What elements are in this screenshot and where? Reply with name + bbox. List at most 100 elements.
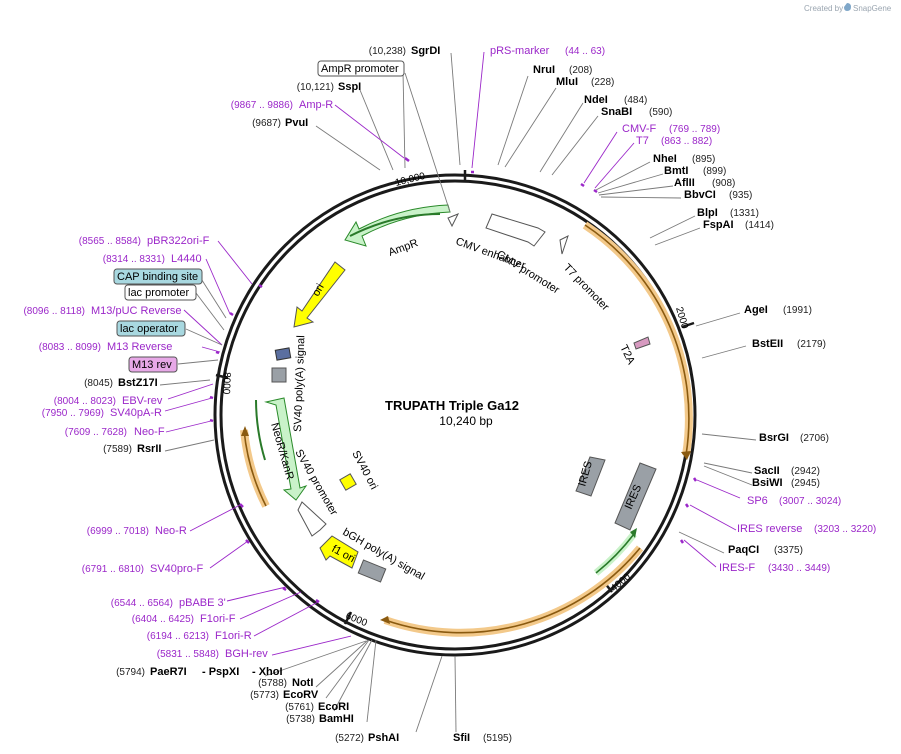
ampR-promoter-box[interactable] [317,60,405,77]
enzyme-ecori[interactable]: EcoRI [318,701,349,713]
enzyme-sgrdi[interactable]: SgrDI [411,45,440,57]
enzyme-sacii[interactable]: SacII [754,465,780,477]
primer-range-ebv-rev: (8004 .. 8023) [54,396,116,407]
primer-l4440[interactable]: L4440 [171,253,202,265]
enzyme-sfii[interactable]: SfiI [453,732,470,744]
primer-cmv-f[interactable]: CMV-F [622,123,657,135]
primer-leader-lines [164,51,741,656]
lac-operator-marker[interactable] [274,347,292,361]
orf-band-right[interactable] [584,224,690,456]
enzyme-paer7i[interactable]: PaeR7I [150,666,187,678]
primer-range-prs-marker: (44 .. 63) [565,46,605,57]
primer-range-bgh-rev: (5831 .. 5848) [157,649,219,660]
primer-neo-r[interactable]: Neo-R [155,525,187,537]
enzyme-pshai[interactable]: PshAI [368,732,399,744]
neoR-kanR-feature[interactable] [264,397,308,501]
enzyme-mlui[interactable]: MluI [556,76,578,88]
primer-range-m13-reverse: (8083 .. 8099) [39,342,101,353]
m13-rev-box[interactable] [128,356,178,373]
enzyme-labels: (10,238) SgrDI NruI (208) MluI (228) Nde… [84,45,829,744]
orf-right-arrowhead [681,451,691,460]
enzyme-bmti[interactable]: BmtI [664,165,688,177]
cmv-enhancer-feature[interactable] [485,213,546,247]
cap-binding-site-box[interactable] [113,268,203,285]
boxed-label-ampR-promoter: AmpR promoter [321,63,399,75]
enzyme-pos-bbvci: (935) [729,190,752,201]
primer-m13-reverse[interactable]: M13 Reverse [107,341,172,353]
primer-ires-f[interactable]: IRES-F [719,562,755,574]
enzyme-agei[interactable]: AgeI [744,304,768,316]
orf-bottom-arrowhead [380,616,390,624]
enzyme-blpi[interactable]: BlpI [697,207,718,219]
primer-f1ori-r[interactable]: F1ori-R [215,630,252,642]
enzyme-bbvci[interactable]: BbvCI [684,189,716,201]
primer-range-l4440: (8314 .. 8331) [103,254,165,265]
sv40-polyA-feature[interactable] [271,367,287,383]
enzyme-pos-bsrgi: (2706) [800,433,829,444]
enzyme-bsteii[interactable]: BstEII [752,338,783,350]
primer-bgh-rev[interactable]: BGH-rev [225,648,268,660]
ori-feature[interactable] [293,261,346,328]
enzyme-pos-agei: (1991) [783,305,812,316]
primer-t7[interactable]: T7 [636,135,649,147]
enzyme-pos-bstz17i: (8045) [84,378,113,389]
ires-feature-1[interactable] [575,456,606,497]
enzyme-bstz17i[interactable]: BstZ17I [118,377,158,389]
orf-green-line[interactable] [595,533,635,574]
enzyme-xhoi[interactable]: - XhoI [252,666,283,678]
snapgene-logo-icon [844,3,851,11]
primer-range-f1ori-f: (6404 .. 6425) [132,614,194,625]
tick-8000 [215,373,229,380]
orf-band-bottom[interactable] [384,547,641,634]
credit-text: Created by [804,4,843,13]
ring-ticks [215,170,695,625]
enzyme-bsrgi[interactable]: BsrGI [759,432,789,444]
enzyme-snabi[interactable]: SnaBI [601,106,632,118]
enzyme-pos-nhei: (895) [692,154,715,165]
primer-range-sp6: (3007 .. 3024) [779,496,841,507]
enzyme-rsrii[interactable]: RsrII [137,443,161,455]
enzyme-nhei[interactable]: NheI [653,153,677,165]
ampR-feature[interactable] [344,204,451,247]
neo-orf-line [255,399,266,461]
primer-range-pbr322ori-f: (8565 .. 8584) [79,236,141,247]
orf-green-glow [593,531,637,576]
primer-pbr322ori-f[interactable]: pBR322ori-F [147,235,210,247]
enzyme-noti[interactable]: NotI [292,677,313,689]
enzyme-pvui[interactable]: PvuI [285,117,308,129]
primer-sv40pa-r[interactable]: SV40pA-R [110,407,162,419]
primer-sv40pro-f[interactable]: SV40pro-F [150,563,203,575]
lac-promoter-box[interactable] [124,284,197,301]
sv40-promoter-feature[interactable] [297,501,327,537]
enzyme-ecorv[interactable]: EcoRV [283,689,319,701]
enzyme-sspi[interactable]: SspI [338,81,361,93]
ampR-promoter-arrow[interactable] [447,213,460,228]
t2a-feature[interactable] [633,336,651,350]
enzyme-fspai[interactable]: FspAI [703,219,734,231]
primer-sp6[interactable]: SP6 [747,495,768,507]
enzyme-aflii[interactable]: AflII [674,177,695,189]
enzyme-bsiwi[interactable]: BsiWI [752,477,783,489]
ires-feature-2[interactable] [614,462,657,531]
primer-prs-marker[interactable]: pRS-marker [490,45,550,57]
primer-pbabe3[interactable]: pBABE 3' [179,597,226,609]
enzyme-nrui[interactable]: NruI [533,64,555,76]
orf-left-arrowhead [241,426,249,436]
t7-promoter-arrow[interactable] [559,235,569,255]
enzyme-bamhi[interactable]: BamHI [319,713,354,725]
primer-f1ori-f[interactable]: F1ori-F [200,613,236,625]
enzyme-paqci[interactable]: PaqCI [728,544,759,556]
enzyme-pos-pshai: (5272) [335,733,364,744]
primer-m13-puc-reverse[interactable]: M13/pUC Reverse [91,305,181,317]
lac-operator-box[interactable] [116,320,186,337]
primer-ires-reverse[interactable]: IRES reverse [737,523,802,535]
enzyme-ndei[interactable]: NdeI [584,94,608,106]
primer-amp-r[interactable]: Amp-R [299,99,333,111]
bgh-polyA-feature[interactable] [357,559,387,583]
enzyme-pspxi[interactable]: - PspXI [202,666,239,678]
primer-neo-f[interactable]: Neo-F [134,426,165,438]
sv40-ori-feature[interactable] [339,473,357,491]
primer-ebv-rev[interactable]: EBV-rev [122,395,163,407]
enzyme-pos-nrui: (208) [569,65,592,76]
f1-ori-feature[interactable] [319,535,359,569]
